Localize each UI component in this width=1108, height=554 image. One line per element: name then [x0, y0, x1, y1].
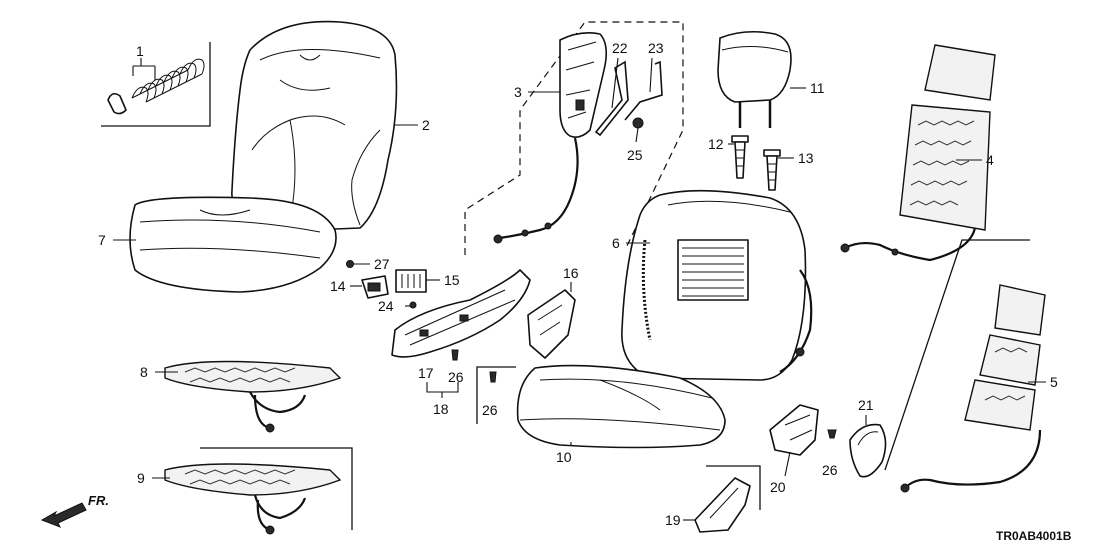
part-15-switch	[395, 269, 427, 293]
front-direction-arrow: FR.	[40, 493, 109, 528]
callout-26-b: 26	[482, 402, 498, 418]
callout-25: 25	[627, 147, 643, 163]
part-17-side-trim	[391, 269, 531, 358]
callout-10: 10	[556, 449, 572, 465]
part-19-cover	[694, 465, 761, 533]
part-11-headrest	[717, 30, 792, 128]
part-24-screw	[409, 301, 417, 309]
callout-12: 12	[708, 136, 724, 152]
part-26-fastener	[451, 349, 837, 439]
part-6-seatback-pad	[621, 189, 813, 381]
callout-26-c: 26	[822, 462, 838, 478]
part-25-nut	[632, 117, 644, 129]
callout-23: 23	[648, 40, 664, 56]
part-12-guide	[731, 135, 749, 179]
part-8-cushion-heater	[164, 360, 342, 433]
part-10-seat-cushion	[516, 364, 726, 449]
callout-21: 21	[858, 397, 874, 413]
callout-3: 3	[514, 84, 522, 100]
callout-4: 4	[986, 152, 994, 168]
direction-label: FR.	[88, 493, 109, 508]
callout-1: 1	[136, 43, 144, 59]
callout-7: 7	[98, 232, 106, 248]
part-16-bracket	[527, 289, 576, 359]
part-9-cushion-heater-alt	[164, 447, 353, 535]
part-3-side-airbag	[464, 21, 684, 255]
callout-27: 27	[374, 256, 390, 272]
callout-15: 15	[444, 272, 460, 288]
callout-18: 18	[433, 401, 449, 417]
part-14-knob	[361, 275, 389, 299]
part-5-back-heater-alt	[884, 239, 1046, 493]
part-2-seatback-cover	[231, 20, 398, 233]
callout-17: 17	[418, 365, 434, 381]
callout-11: 11	[810, 80, 825, 96]
part-23-bracket	[624, 60, 663, 121]
part-13-guide	[763, 149, 781, 191]
callout-9: 9	[137, 470, 145, 486]
part-20-cover	[769, 404, 819, 456]
callout-13: 13	[798, 150, 814, 166]
callout-labels: 1 2 3 4 5 6 7 8 9 10 11 12 13 14 15 16 1…	[98, 40, 1058, 528]
callout-22: 22	[612, 40, 628, 56]
callout-20: 20	[770, 479, 786, 495]
callout-24: 24	[378, 298, 394, 314]
leader-lines	[113, 57, 1046, 521]
callout-6: 6	[612, 235, 620, 251]
part-7-cushion-cover	[129, 196, 337, 293]
callout-8: 8	[140, 364, 148, 380]
diagram-code: TR0AB4001B	[996, 529, 1072, 543]
callout-2: 2	[422, 117, 430, 133]
callout-26-a: 26	[448, 369, 464, 385]
part-27-screw	[346, 260, 354, 268]
callout-5: 5	[1050, 374, 1058, 390]
part-22-bracket	[594, 60, 629, 137]
callout-19: 19	[665, 512, 681, 528]
callout-16: 16	[563, 265, 579, 281]
callout-14: 14	[330, 278, 346, 294]
part-1-clips	[101, 42, 211, 127]
part-21-cover	[849, 423, 887, 478]
part-4-back-heater	[840, 44, 996, 262]
